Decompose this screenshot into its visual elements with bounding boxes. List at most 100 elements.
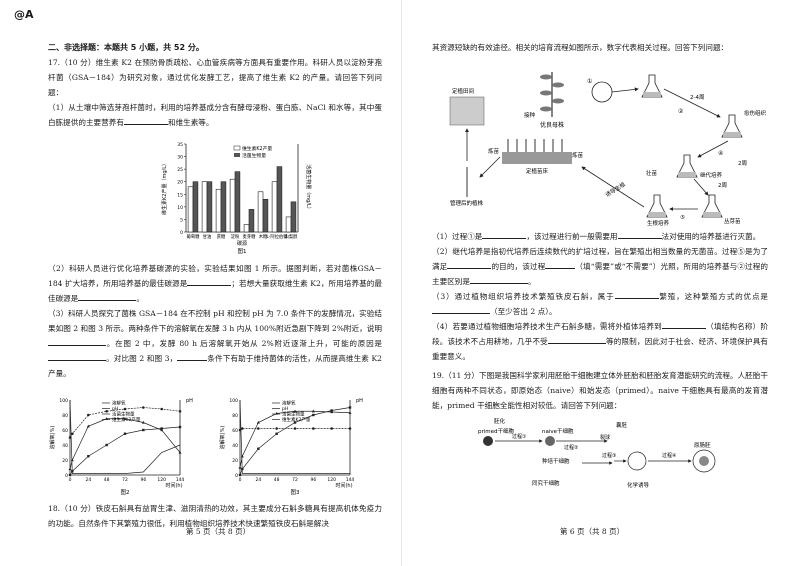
- series-line: [239, 407, 351, 476]
- figure-caption: 图2: [121, 488, 130, 496]
- data-point: [293, 421, 297, 424]
- arrow-step-2: [663, 88, 721, 118]
- answer-blank[interactable]: [432, 304, 490, 314]
- x-tick-label: 麦芽糖: [243, 233, 257, 240]
- data-point: [241, 467, 244, 471]
- q18-part4: （4）若要通过植物细胞培养技术生产石斛多糖，需将外植体培养到（填结构名称）阶段。…: [432, 319, 768, 364]
- q17-part3: （3）科研人员探究了菌株 GSA－184 在不控制 pH 和控制 pH 为 7.…: [48, 309, 382, 378]
- label: naive干细胞: [542, 427, 574, 435]
- answer-blank[interactable]: [617, 229, 662, 239]
- x-tick-label: 120: [157, 477, 166, 483]
- q19-intro: 19.（11 分）下图是我国科学家利用胚胎干细胞建立体外胚胎和胚胎发育潜能研究的…: [432, 371, 768, 410]
- bar-biomass: [206, 181, 213, 233]
- data-point: [142, 406, 145, 409]
- series-line: [69, 407, 181, 438]
- q18-part3: （3）通过植物组织培养技术繁殖铁皮石斛，属于繁殖，这种繁殖方式的优点是（至少答出…: [432, 289, 768, 319]
- y-tick-label: 15: [177, 192, 183, 198]
- x-axis-label: 时间(h): [335, 482, 352, 489]
- label: 炼苗: [488, 147, 500, 155]
- x-tick-label: 淀粉: [231, 233, 240, 240]
- answer-blank[interactable]: [547, 334, 606, 344]
- answer-blank[interactable]: [123, 115, 168, 125]
- answer-blank[interactable]: [482, 229, 527, 239]
- legend-label: 活菌生物量: [282, 411, 305, 418]
- legend-swatch: [233, 145, 241, 151]
- label: 囊胚: [616, 421, 628, 429]
- data-point: [68, 436, 72, 439]
- primed-cells: [483, 436, 493, 446]
- label: 原肠胚: [694, 441, 711, 449]
- bar-biomass: [192, 181, 199, 233]
- data-point: [348, 406, 352, 409]
- answer-blank[interactable]: [187, 276, 232, 286]
- x-tick-label: 96: [140, 477, 146, 483]
- x-tick-label: 木糖: [259, 233, 268, 240]
- answer-blank[interactable]: [661, 319, 706, 329]
- q17-intro: 17.（10 分）维生素 K2 在预防骨质疏松、心血管疾病等方面具有重要作用。科…: [48, 58, 382, 97]
- gastrula: [692, 449, 716, 473]
- gastrula-core: [699, 456, 709, 466]
- explant-node: [591, 81, 613, 103]
- answer-blank[interactable]: [78, 291, 137, 301]
- bar-vitamin-k2: [285, 216, 292, 233]
- y-axis-label: 溶解氧(%): [219, 426, 226, 450]
- figure-caption: 图1: [238, 247, 247, 255]
- y2-axis-label: pH: [356, 398, 363, 404]
- y-axis-label: 维生素K2产量（mg/L）: [161, 161, 168, 215]
- y-tick-label: 0: [235, 473, 238, 479]
- x-tick-label: 144: [346, 477, 355, 483]
- data-point: [70, 432, 74, 436]
- flask-shoots: [701, 194, 723, 218]
- y-tick-label: 100: [229, 398, 238, 404]
- data-point: [86, 424, 90, 428]
- bar-vitamin-k2: [201, 181, 208, 233]
- answer-blank[interactable]: [545, 259, 576, 269]
- bar-biomass: [290, 201, 297, 233]
- legend-label: 溶解氧: [282, 400, 296, 407]
- flask-rooting: [646, 194, 668, 218]
- flask-subculture: [676, 154, 698, 178]
- mother-plant-leaf: [540, 90, 552, 96]
- answer-blank[interactable]: [469, 274, 528, 284]
- answer-blank[interactable]: [48, 336, 106, 346]
- y-tick-label: 5: [180, 217, 183, 223]
- section-title: 二、非选择题：本题共 5 小题，共 52 分。: [48, 43, 204, 52]
- data-point: [68, 473, 72, 477]
- y-tick-label: 0: [65, 473, 68, 479]
- bar-biomass: [220, 181, 227, 233]
- y-tick-label: 20: [232, 458, 238, 464]
- x-tick-label: 24: [85, 477, 91, 483]
- left-page: 二、非选择题：本题共 5 小题，共 52 分。 17.（10 分）维生素 K2 …: [48, 40, 382, 531]
- answer-blank[interactable]: [177, 351, 208, 361]
- flask-explant-medium: [643, 92, 661, 97]
- label: 种培干细胞: [542, 457, 570, 465]
- y-tick-label: 80: [62, 413, 68, 419]
- right-footer: 第 6 页（共 8 页）: [560, 527, 625, 536]
- x-tick-label: 0: [239, 477, 242, 483]
- label: 定植苗床: [526, 167, 549, 175]
- x-tick-label: 48: [104, 477, 110, 483]
- x-tick-label: 120: [327, 477, 336, 483]
- data-point: [257, 427, 260, 430]
- bar-vitamin-k2: [229, 178, 236, 233]
- mother-plant-leaf: [540, 74, 552, 80]
- series-line: [69, 418, 181, 470]
- label: 炼苗: [572, 151, 584, 159]
- label: 丛芽苗: [724, 217, 741, 225]
- x-axis-label: 时间(h): [165, 482, 182, 489]
- answer-blank[interactable]: [614, 289, 659, 299]
- x-tick-label: 144: [176, 477, 185, 483]
- data-point: [238, 473, 242, 477]
- bar-vitamin-k2: [271, 181, 278, 233]
- label: 过程②: [564, 444, 579, 451]
- y-tick-label: 40: [62, 443, 68, 449]
- answer-blank[interactable]: [48, 351, 106, 361]
- label: 生根培养: [647, 219, 670, 227]
- data-point: [240, 454, 244, 458]
- y-axis-label: 溶解氧(%): [49, 426, 56, 450]
- bar-biomass: [248, 209, 255, 233]
- data-point: [275, 432, 278, 435]
- answer-blank[interactable]: [447, 259, 492, 269]
